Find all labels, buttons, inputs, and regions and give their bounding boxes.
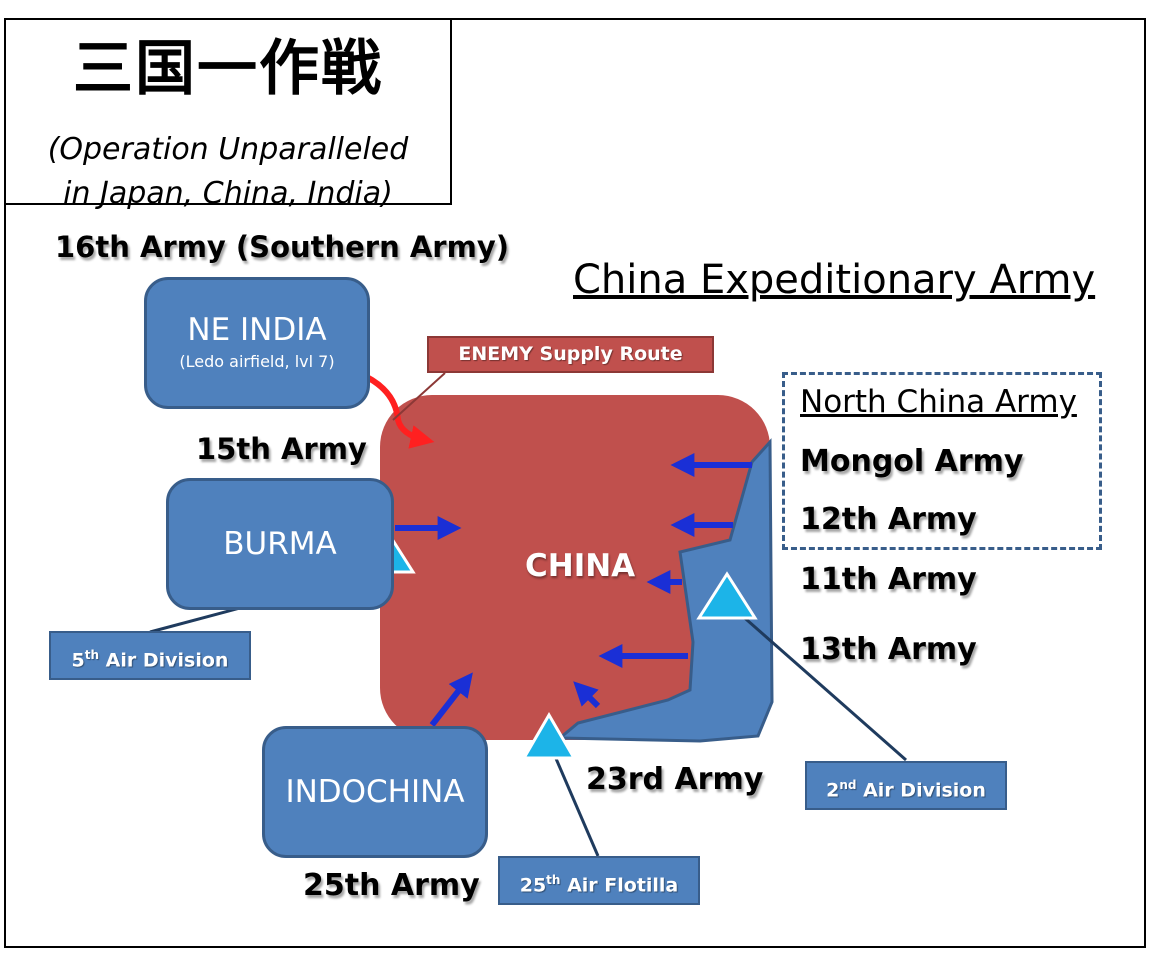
arrow-25th: [429, 672, 473, 727]
enemy-route-label: ENEMY Supply Route: [427, 336, 714, 373]
title-japanese: 三国一作戦: [73, 34, 383, 104]
region-indochina: INDOCHINA: [262, 726, 488, 858]
title-subtitle-line1: (Operation Unparalleled: [47, 132, 409, 167]
region-ne-india-label: NE INDIA: [187, 312, 327, 348]
enemy-route-arrow: [349, 367, 435, 449]
region-indochina-label: INDOCHINA: [285, 774, 465, 810]
air-25th-num: 25: [519, 874, 547, 897]
enemy-callout-line: [392, 372, 446, 421]
callout-2nd-air: [721, 596, 907, 762]
air-2nd-sup: nd: [839, 778, 857, 792]
army-13th: 13th Army: [800, 632, 977, 667]
army-23rd: 23rd Army: [586, 762, 764, 797]
title-subtitle: (Operation Unparalleled in Japan, China,…: [6, 128, 450, 216]
air-5th-text: Air Division: [99, 649, 229, 672]
air-25th-text: Air Flotilla: [560, 874, 679, 897]
title-subtitle-line2: in Japan, China, India): [63, 176, 393, 211]
arrow-23rd: [573, 681, 601, 709]
heading-north-china: North China Army: [800, 384, 1077, 420]
map-frame: [4, 18, 1146, 948]
air-triangle-south: [521, 712, 577, 760]
north-china-group: [782, 372, 1102, 550]
region-china-label: CHINA: [525, 548, 636, 584]
east-coast-region: [555, 438, 774, 743]
region-burma-label: BURMA: [223, 526, 337, 562]
army-25th: 25th Army: [303, 868, 480, 903]
air-2nd-num: 2: [826, 779, 840, 802]
air-triangle-east: [696, 571, 758, 620]
army-16th: 16th Army (Southern Army): [55, 230, 509, 264]
air-25th-sup: th: [546, 873, 561, 887]
air-5th-sup: th: [84, 648, 100, 662]
army-12th: 12th Army: [800, 502, 977, 537]
army-11th: 11th Army: [800, 562, 977, 597]
air-5th-num: 5: [71, 649, 85, 672]
army-15th: 15th Army: [196, 432, 367, 466]
title-box: 三国一作戦 (Operation Unparalleled in Japan, …: [4, 18, 452, 211]
air-2nd-division: 2nd Air Division: [805, 761, 1007, 810]
heading-expeditionary: China Expeditionary Army: [573, 257, 1096, 303]
region-ne-india: NE INDIA (Ledo airfield, lvl 7): [144, 277, 370, 409]
army-mongol: Mongol Army: [800, 444, 1024, 479]
region-ne-india-sub: (Ledo airfield, lvl 7): [179, 352, 335, 371]
air-5th-division: 5th Air Division: [49, 631, 251, 680]
air-2nd-text: Air Division: [856, 779, 986, 802]
region-burma: BURMA: [166, 478, 394, 610]
air-25th-flotilla: 25th Air Flotilla: [498, 856, 700, 905]
